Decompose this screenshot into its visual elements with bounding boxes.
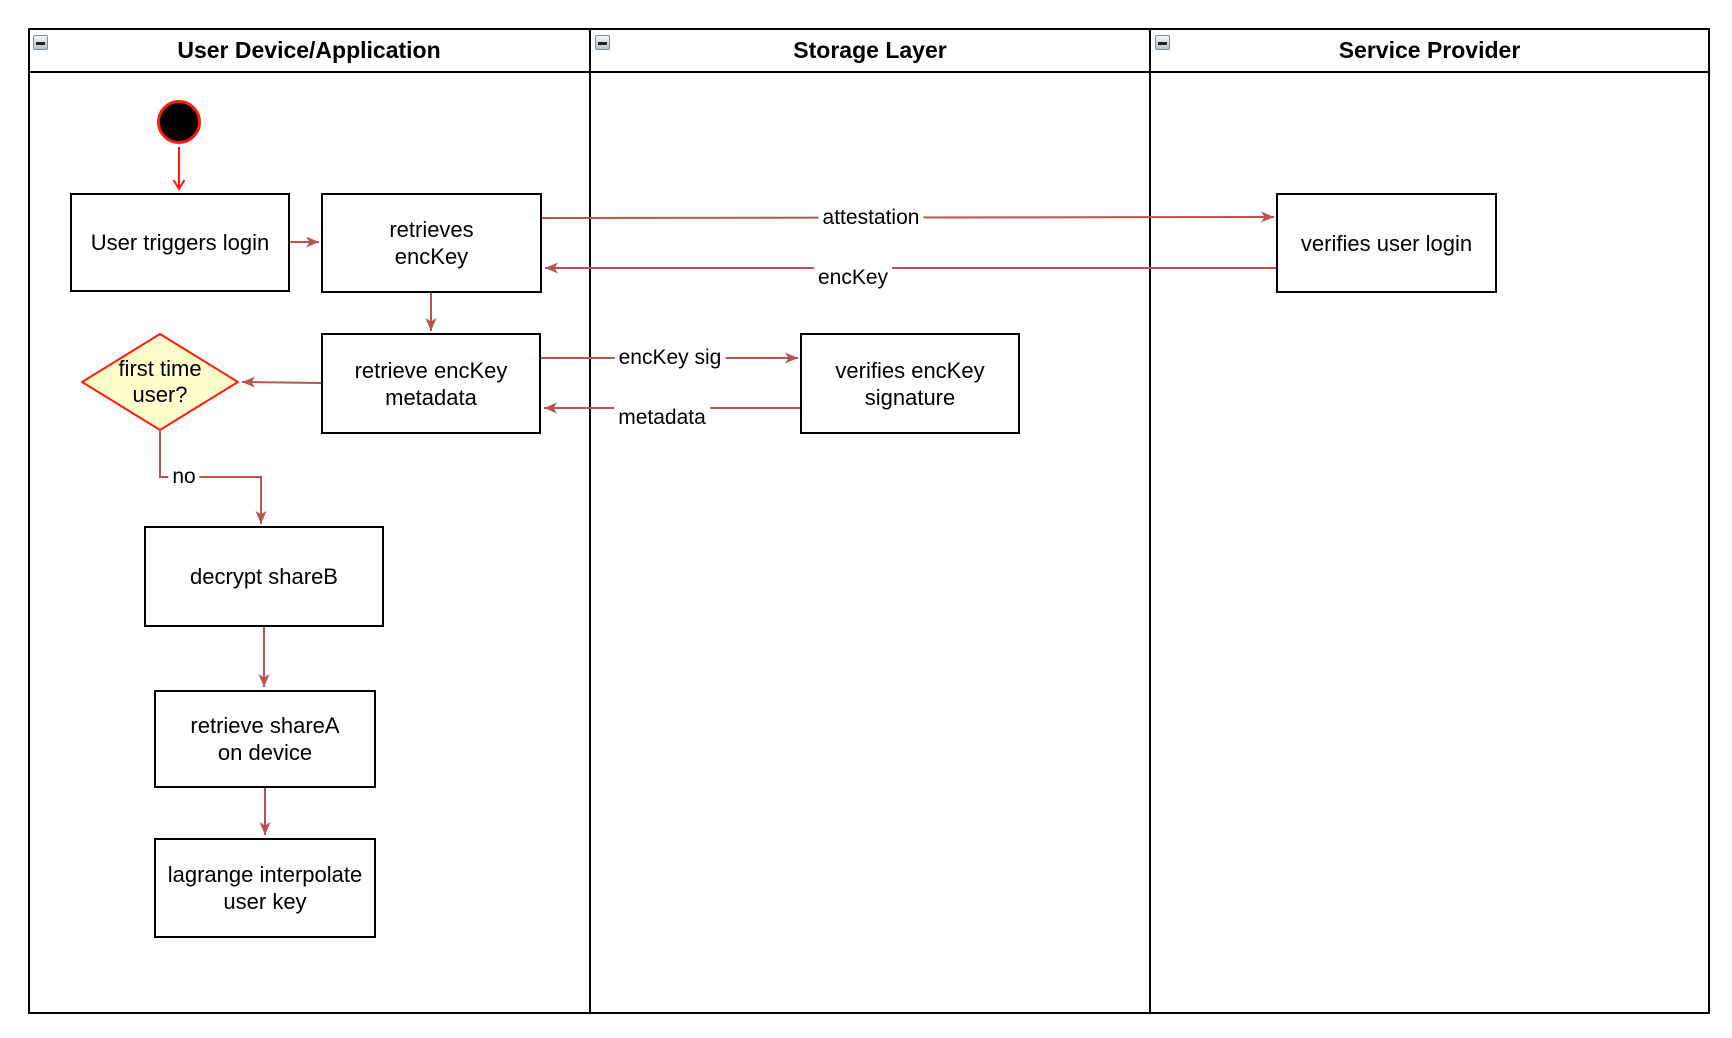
edge-label-enckey: encKey	[813, 266, 893, 290]
node-label: retrieve encKey metadata	[354, 357, 508, 410]
node-verifies-user-login[interactable]: verifies user login	[1276, 193, 1497, 293]
lane-header-service-provider[interactable]: Service Provider	[1151, 30, 1708, 71]
node-decrypt-shareb[interactable]: decrypt shareB	[144, 526, 384, 627]
node-retrieves-enckey[interactable]: retrieves encKey	[321, 193, 542, 293]
node-label: verifies encKey signature	[835, 357, 985, 410]
node-label: verifies user login	[1300, 230, 1473, 256]
node-retrieve-enckey-metadata[interactable]: retrieve encKey metadata	[321, 333, 541, 434]
node-label: decrypt shareB	[190, 564, 338, 589]
lane-title-service-provider: Service Provider	[1338, 37, 1521, 63]
node-user-triggers-login[interactable]: User triggers login	[70, 193, 290, 292]
start-node[interactable]	[157, 100, 201, 144]
lane-title-storage-layer: Storage Layer	[793, 37, 947, 63]
lane-divider-2	[1149, 28, 1151, 1014]
node-label: retrieves encKey	[389, 217, 474, 269]
node-first-time-user-decision[interactable]: first time user?	[80, 332, 240, 432]
edge-no-branch	[159, 431, 267, 524]
node-retrieve-sharea[interactable]: retrieve shareA on device	[154, 690, 376, 788]
collapse-minus-icon[interactable]	[33, 35, 48, 50]
node-verifies-enckey-signature[interactable]: verifies encKey signature	[800, 333, 1020, 434]
node-lagrange-interpolate[interactable]: lagrange interpolate user key	[154, 838, 376, 938]
decision-diamond-shape	[80, 332, 240, 432]
lane-header-storage-layer[interactable]: Storage Layer	[591, 30, 1149, 71]
lane-divider-1	[589, 28, 591, 1014]
edge-label-attestation: attestation	[818, 206, 924, 230]
edge-label-no: no	[168, 465, 200, 489]
lane-title-user-device: User Device/Application	[177, 37, 441, 63]
edge-label-metadata: metadata	[614, 406, 710, 430]
node-label: retrieve shareA on device	[190, 713, 340, 765]
lane-header-user-device[interactable]: User Device/Application	[30, 30, 588, 71]
lane-header-separator	[28, 71, 1710, 73]
swimlane-pool	[28, 28, 1710, 1014]
collapse-minus-icon[interactable]	[1155, 35, 1170, 50]
collapse-minus-icon[interactable]	[595, 35, 610, 50]
node-label: first time user?	[118, 356, 202, 407]
node-label: User triggers login	[90, 230, 270, 255]
edge-label-enckey-sig: encKey sig	[614, 346, 726, 370]
edge-metadata-to-decision	[241, 376, 322, 388]
node-label: lagrange interpolate user key	[167, 862, 363, 914]
